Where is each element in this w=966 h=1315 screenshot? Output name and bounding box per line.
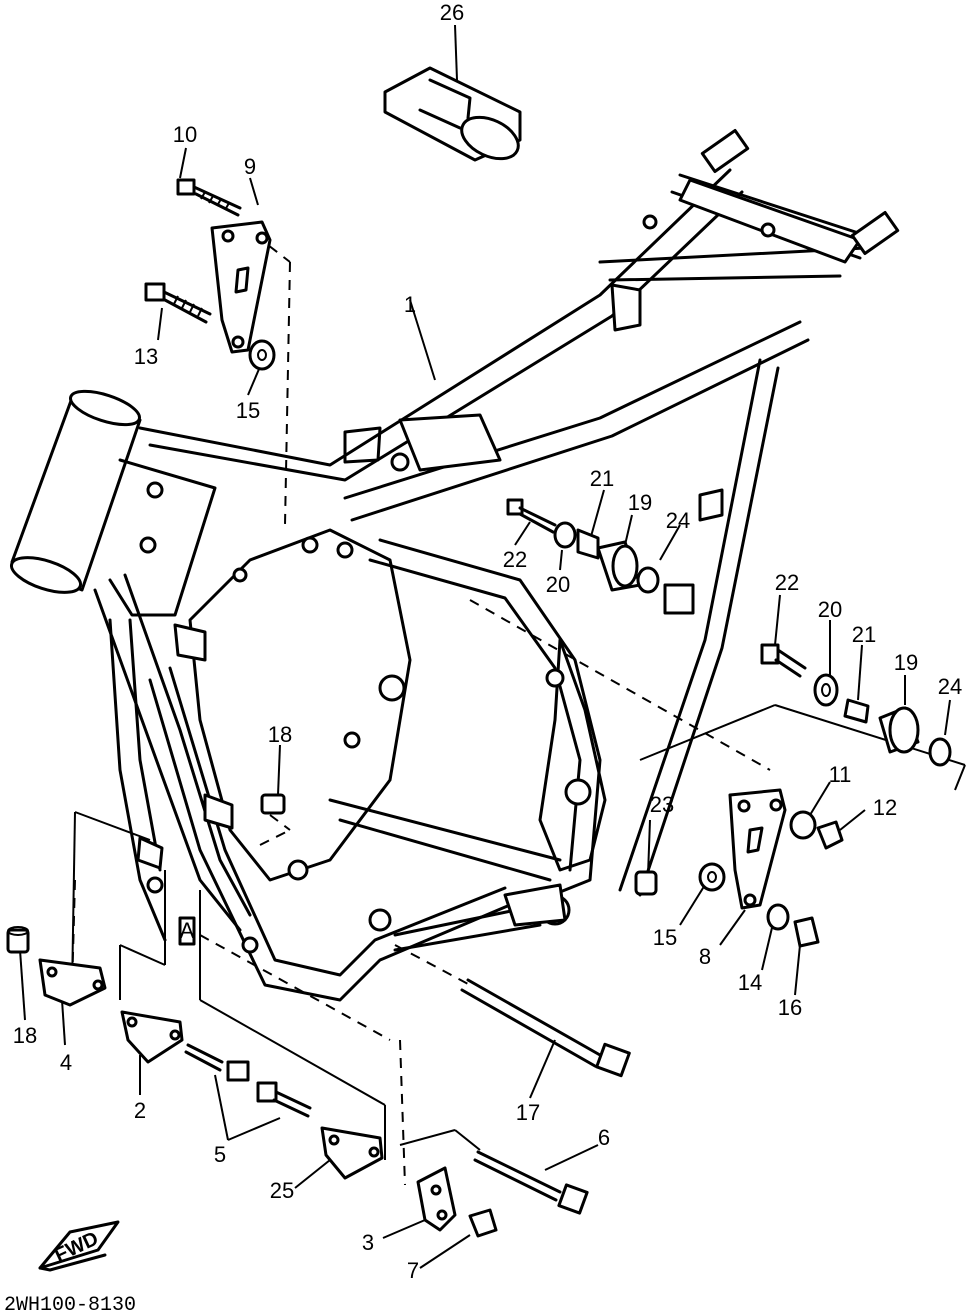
callout-14: 14 (738, 970, 762, 995)
part-3-bracket (416, 1166, 457, 1232)
part-9-engine-bracket (210, 220, 272, 354)
part-13-bolt (144, 282, 212, 324)
main-frame (9, 129, 900, 1002)
callout-18-center: 18 (268, 722, 292, 747)
parts (6, 66, 952, 1238)
callout-24-right: 24 (938, 674, 962, 699)
callout-17: 17 (516, 1100, 540, 1125)
callout-13: 13 (134, 344, 158, 369)
callout-12: 12 (873, 795, 897, 820)
callout-18-left: 18 (13, 1023, 37, 1048)
callout-19-upper: 19 (628, 490, 652, 515)
callout-26: 26 (440, 0, 464, 25)
callout-15-upper: 15 (236, 398, 260, 423)
callout-25: 25 (270, 1178, 294, 1203)
view-marker-a: A (178, 916, 196, 946)
callout-16: 16 (778, 995, 802, 1020)
diagram-code: 2WH100-8130 (4, 1294, 136, 1315)
view-marker-label: A (180, 918, 195, 943)
callout-22-right: 22 (775, 570, 799, 595)
part-18-nut-center (260, 793, 286, 815)
callout-21-right: 21 (852, 622, 876, 647)
callout-21-upper: 21 (590, 466, 614, 491)
right-mount-set (760, 643, 952, 767)
part-10-bolt (176, 178, 242, 217)
part-12-nut (816, 820, 844, 850)
part-18-nut-left (6, 926, 30, 954)
callout-19-right: 19 (894, 650, 918, 675)
part-16-nut (793, 916, 820, 948)
callout-6: 6 (598, 1125, 610, 1150)
callout-10: 10 (173, 122, 197, 147)
part-15-washer-lower (698, 862, 726, 892)
callout-8: 8 (699, 944, 711, 969)
callout-3: 3 (362, 1230, 374, 1255)
part-2-bracket (120, 1010, 184, 1064)
part-17-long-bolt (460, 978, 631, 1078)
part-14-washer (766, 903, 790, 931)
part-23-nut (634, 870, 658, 896)
part-5-bolts (184, 1043, 312, 1118)
callout-4: 4 (60, 1050, 72, 1075)
callout-23: 23 (650, 792, 674, 817)
leader-lines (19, 24, 966, 1269)
upper-mount-set (506, 498, 695, 615)
callout-1: 1 (404, 292, 416, 317)
part-6-bolt (473, 1150, 589, 1215)
callout-20-right: 20 (818, 597, 842, 622)
callout-7: 7 (407, 1258, 419, 1283)
part-11-washer (789, 810, 817, 840)
callout-numbers: 26 10 9 13 15 1 21 19 24 22 20 22 20 21 … (13, 0, 962, 1283)
part-25-bracket (320, 1126, 384, 1180)
part-7-nut (468, 1208, 498, 1238)
part-4-bracket (38, 958, 107, 1007)
callout-20-upper: 20 (546, 572, 570, 597)
fwd-arrow: FWD (38, 1220, 120, 1272)
callout-9: 9 (244, 154, 256, 179)
part-26-protector (383, 66, 522, 162)
callout-11: 11 (829, 762, 852, 787)
part-15-washer-upper (248, 339, 276, 371)
callout-22-upper: 22 (503, 547, 527, 572)
callout-2: 2 (134, 1098, 146, 1123)
part-8-engine-bracket (728, 788, 787, 910)
callout-24-upper: 24 (666, 508, 690, 533)
callout-5: 5 (214, 1142, 226, 1167)
callout-15-lower: 15 (653, 925, 677, 950)
